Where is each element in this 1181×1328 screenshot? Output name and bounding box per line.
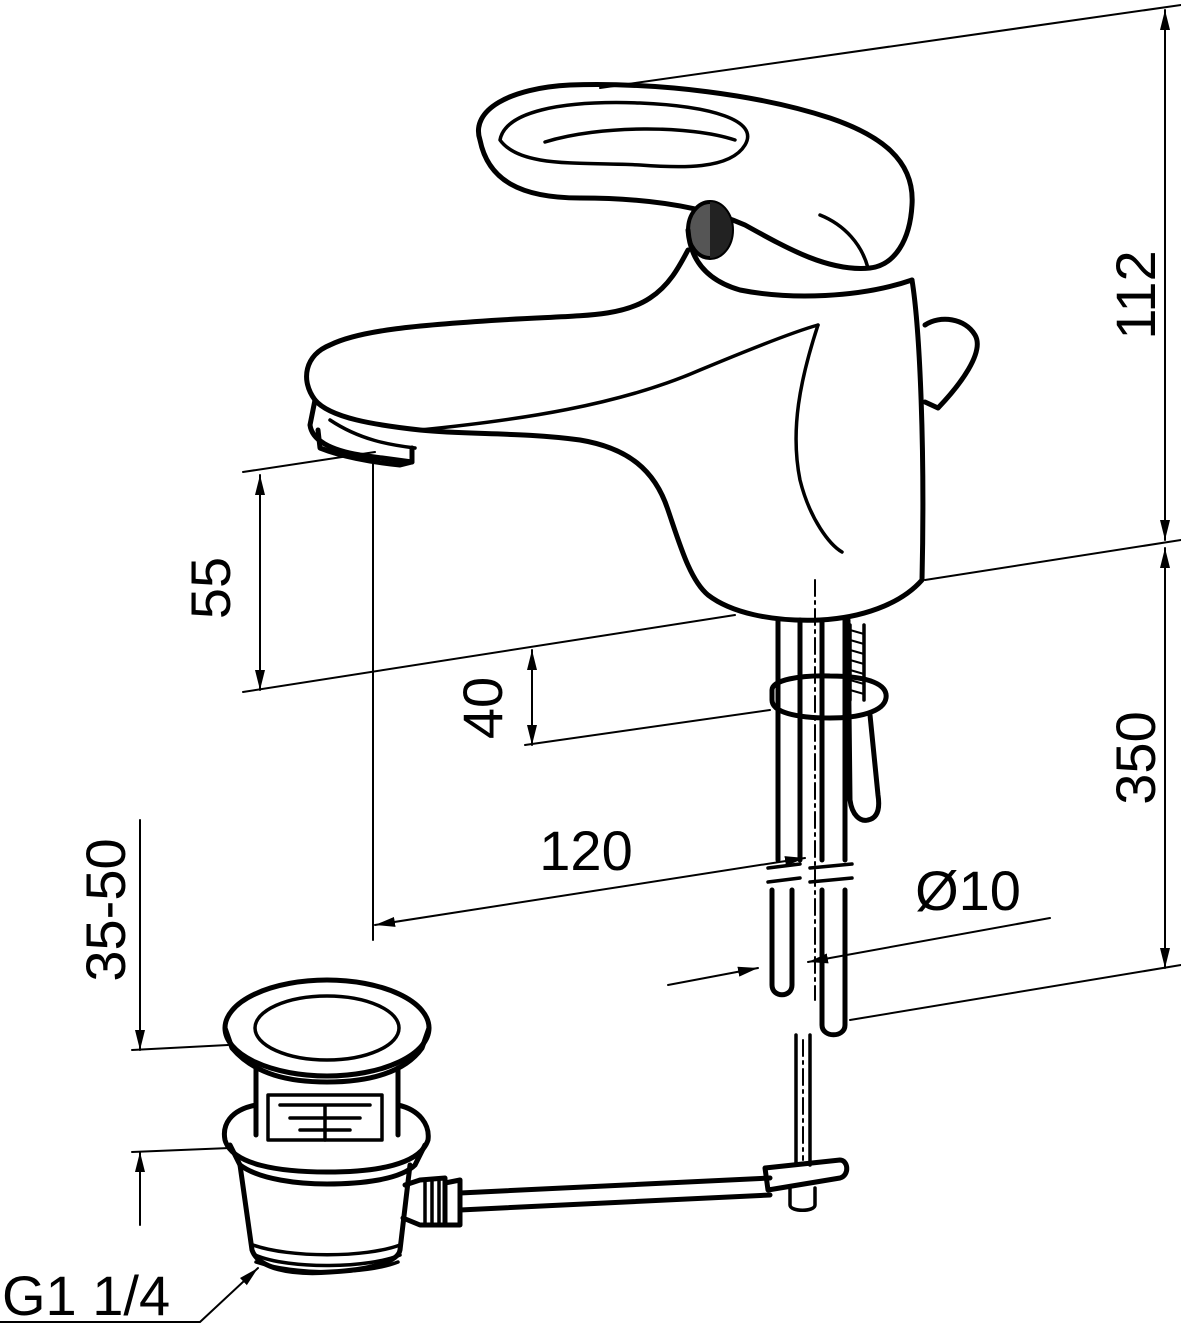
popup-drain [221, 977, 850, 1276]
temperature-indicator-cap [686, 200, 734, 260]
dim-spout-reach: 120 [539, 819, 632, 882]
dim-rod-diameter: Ø10 [915, 859, 1021, 922]
dim-countertop-thickness: 40 [451, 677, 514, 739]
dimension-lines [0, 4, 1181, 1323]
dim-drain-range: 35-50 [74, 838, 137, 981]
popup-lift-rod-knob [922, 316, 980, 411]
hose-end-left [769, 887, 795, 998]
dim-spout-height: 55 [179, 557, 242, 619]
drain-linkage-rod [457, 1175, 773, 1213]
dim-drain-thread: G1 1/4 [2, 1264, 170, 1327]
linkage-clevis [762, 1157, 850, 1193]
dim-total-height: 112 [1104, 250, 1167, 339]
mounting-clamp [769, 673, 889, 721]
lever-handle [476, 82, 915, 271]
faucet-body [304, 82, 980, 623]
spout [304, 247, 926, 623]
mounting-assembly [766, 617, 889, 1038]
aerator [315, 427, 415, 468]
lever-opening [498, 100, 750, 169]
dim-hose-length: 350 [1104, 711, 1167, 804]
hose-end-right [819, 887, 848, 1038]
